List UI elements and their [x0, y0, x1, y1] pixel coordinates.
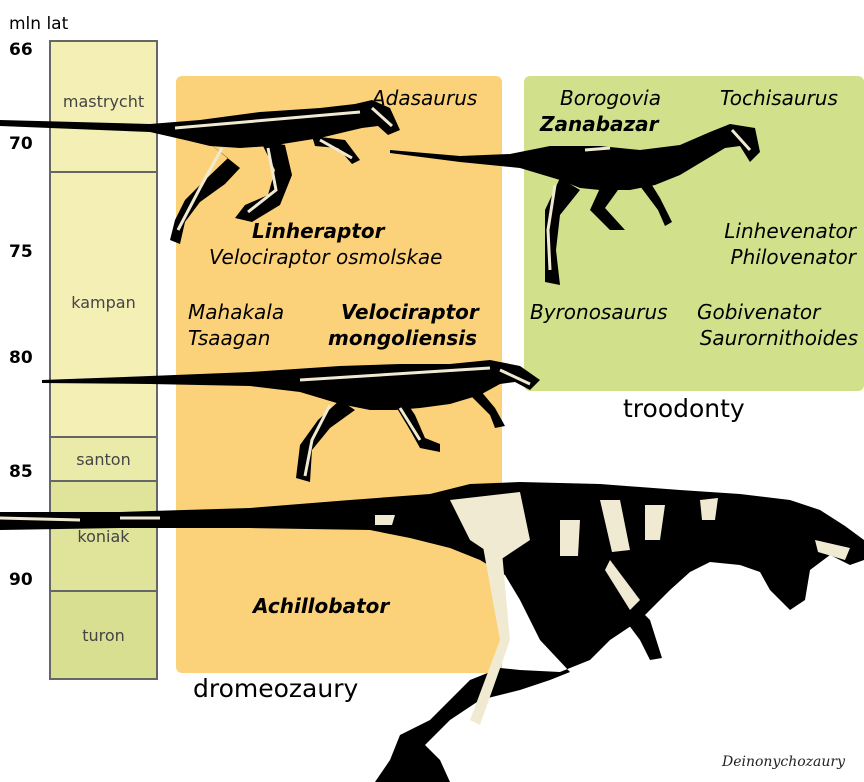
velociraptor-silhouette: [42, 360, 540, 482]
taxon-achillobator: Achillobator: [253, 594, 389, 618]
taxon-adasaurus: Adasaurus: [372, 86, 477, 110]
taxon-mongoliensis: mongoliensis: [328, 326, 477, 350]
taxon-tochisaurus: Tochisaurus: [720, 86, 838, 110]
taxon-borogovia: Borogovia: [560, 86, 661, 110]
caption-credit: Deinonychozaury: [722, 754, 845, 770]
achillobator-silhouette: [0, 482, 864, 782]
taxon-linheraptor: Linheraptor: [252, 219, 384, 243]
clade-label-dromaeosaurs: dromeozaury: [193, 674, 358, 703]
taxon-velociraptor: Velociraptor: [341, 300, 479, 324]
clade-label-troodontids: troodonty: [623, 394, 745, 423]
taxon-philovenator: Philovenator: [731, 245, 856, 269]
zanabazar-silhouette: [390, 124, 760, 285]
taxon-mahakala: Mahakala: [188, 300, 284, 324]
taxon-saurornithoides: Saurornithoides: [700, 326, 858, 350]
taxon-gobivenator: Gobivenator: [697, 300, 820, 324]
taxon-linhevenator: Linhevenator: [724, 219, 856, 243]
taxon-velociraptor-osmolskae: Velociraptor osmolskae: [209, 245, 443, 269]
taxon-byronosaurus: Byronosaurus: [530, 300, 668, 324]
taxon-zanabazar: Zanabazar: [540, 112, 659, 136]
taxon-tsaagan: Tsaagan: [188, 326, 270, 350]
